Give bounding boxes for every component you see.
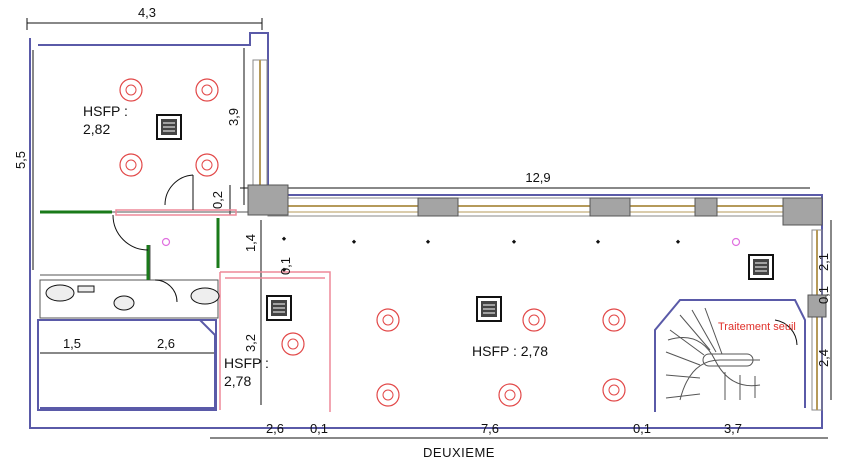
ac-unit-icon [156, 114, 182, 140]
light-ring [195, 153, 219, 177]
room-label-lower-line2: 2,78 [224, 373, 251, 389]
ac-units [156, 114, 774, 322]
stair-note: Traitement seuil [718, 321, 796, 333]
light-ring [602, 378, 626, 402]
dim-left-bottom-a: 1,5 [63, 336, 81, 351]
sink-icon [113, 295, 135, 311]
dim-left-height: 5,5 [13, 151, 28, 169]
light-ring [522, 308, 546, 332]
dim-top-width: 4,3 [138, 5, 156, 20]
dim-right-gap: 0,1 [816, 286, 831, 304]
dim-bottom-5: 3,7 [724, 421, 742, 436]
plan-title: DEUXIEME [423, 445, 495, 460]
light-ring [376, 383, 400, 407]
dimension-lines [26, 18, 832, 439]
room-label-upper-line1: HSFP : [83, 103, 128, 119]
wc-fixtures [45, 284, 220, 311]
light-ring [498, 383, 522, 407]
light-ring [281, 332, 305, 356]
ac-unit-icon [266, 295, 292, 321]
staircase [665, 307, 761, 401]
dim-main-width: 12,9 [525, 170, 550, 185]
room-label-main: HSFP : 2,78 [472, 343, 548, 359]
columns [247, 184, 827, 318]
dim-corridor-gap: 0,2 [210, 191, 225, 209]
dim-lower-height: 3,2 [243, 334, 258, 352]
light-ring [376, 308, 400, 332]
light-ring [119, 153, 143, 177]
dim-right-upper: 2,1 [816, 253, 831, 271]
light-ring [195, 78, 219, 102]
room-label-upper-line2: 2,82 [83, 121, 110, 137]
dim-hall-height: 1,4 [243, 234, 258, 252]
door-swings [112, 174, 798, 346]
spot-lights [281, 236, 681, 272]
ac-unit-icon [748, 254, 774, 280]
dim-right-lower: 2,4 [816, 349, 831, 367]
light-ring [119, 78, 143, 102]
room-label-lower-line1: HSFP : [224, 355, 269, 371]
pink-partitions [115, 209, 331, 412]
walls [29, 32, 823, 429]
light-ring [602, 308, 626, 332]
dim-bottom-1: 2,6 [266, 421, 284, 436]
toilet-icon [190, 287, 220, 305]
small-fixtures [161, 237, 741, 247]
dim-bottom-4: 0,1 [633, 421, 651, 436]
dim-hall-gap: 0,1 [278, 257, 293, 275]
ac-unit-icon [476, 296, 502, 322]
dim-upper-room-height: 3,9 [226, 108, 241, 126]
dim-left-bottom-b: 2,6 [157, 336, 175, 351]
ceiling-lights [119, 78, 626, 407]
dim-bottom-3: 7,6 [481, 421, 499, 436]
toilet-icon [45, 284, 75, 302]
dim-bottom-2: 0,1 [310, 421, 328, 436]
green-partition [40, 210, 220, 280]
